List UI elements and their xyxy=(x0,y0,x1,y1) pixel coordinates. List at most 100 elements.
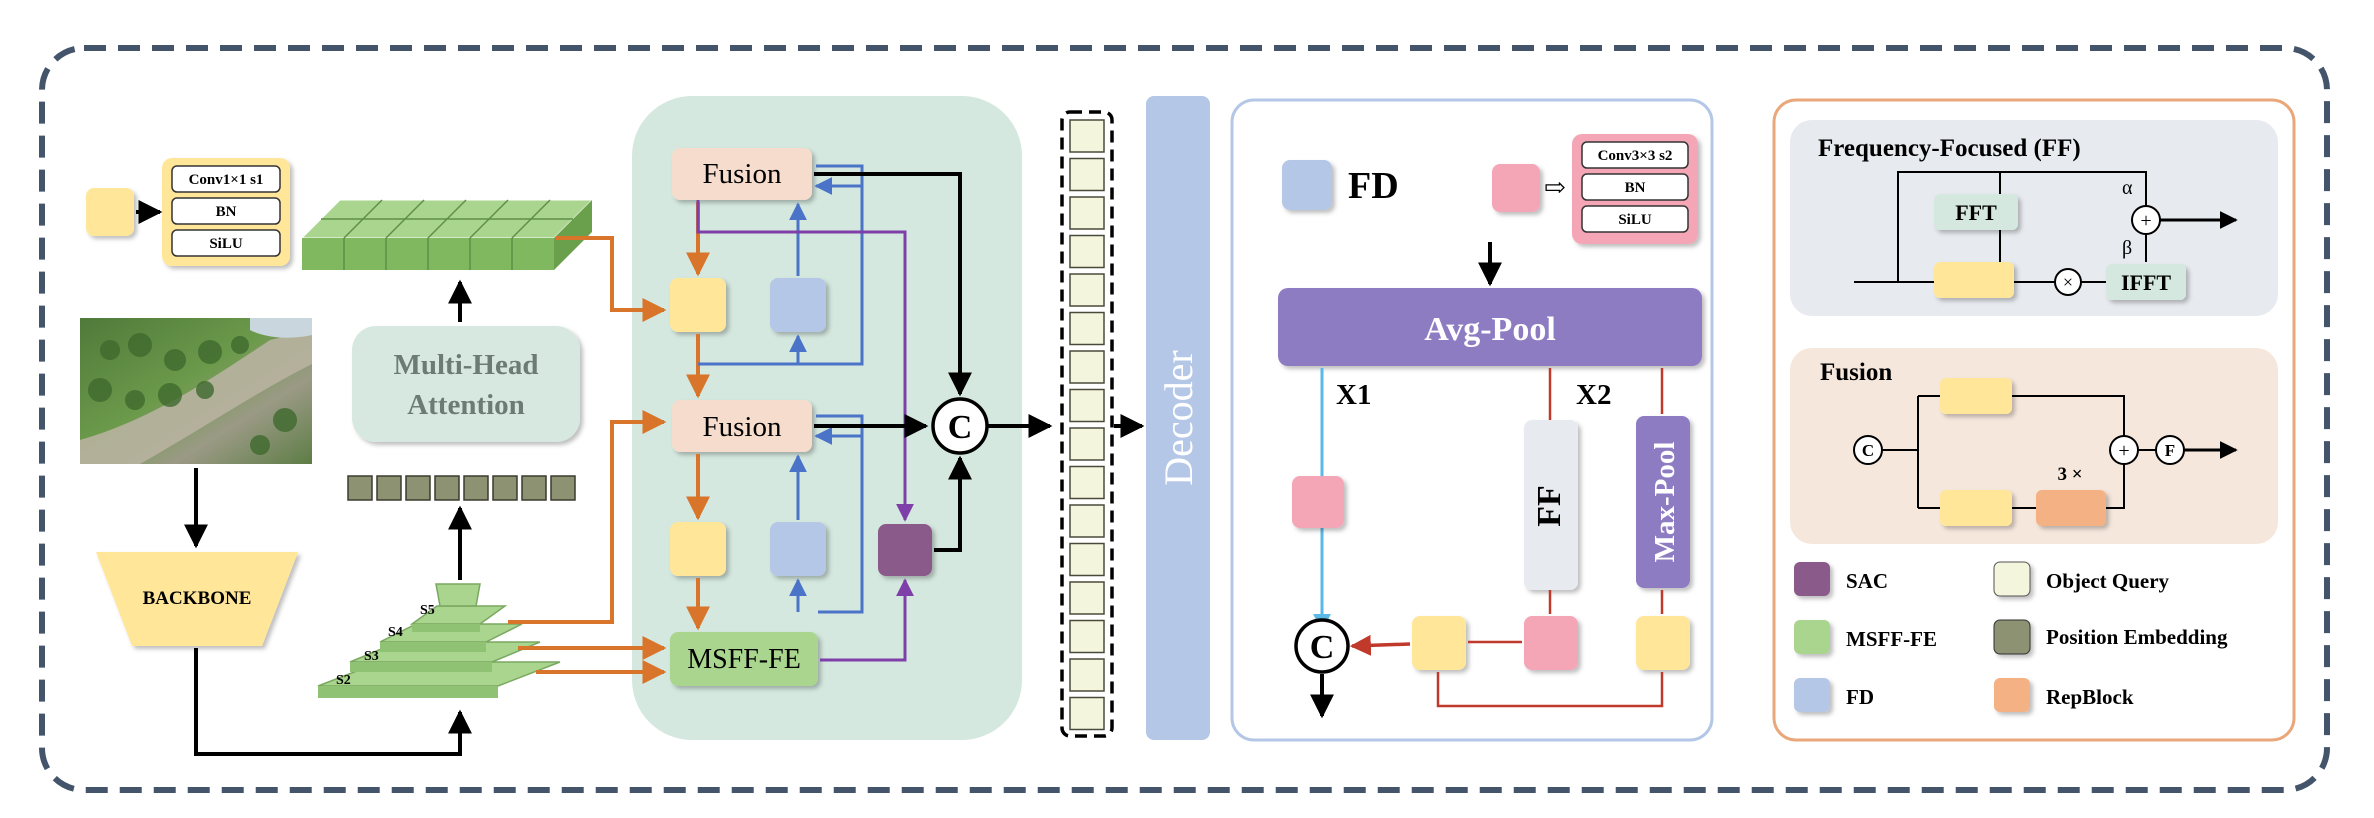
avg-pool-label: Avg-Pool xyxy=(1424,311,1556,348)
decoder-label: Decoder xyxy=(1156,350,1201,485)
fd-hollow-arrow: ⇨ xyxy=(1544,173,1566,202)
fd-pink-bottom xyxy=(1524,616,1578,670)
legend-label-msff-fe: MSFF-FE xyxy=(1846,627,1937,651)
fd-top-block xyxy=(770,278,826,332)
decoder-block xyxy=(1146,96,1210,740)
stem-layer-conv: Conv1×1 s1 xyxy=(189,172,264,188)
ff-panel-title: Frequency-Focused (FF) xyxy=(1818,135,2081,162)
stem-layer-silu: SiLU xyxy=(209,236,243,252)
fusion-plus-label: + xyxy=(2118,440,2129,462)
object-query-cell xyxy=(1069,350,1105,384)
object-query-cell xyxy=(1069,388,1105,423)
object-query-cell xyxy=(1069,658,1105,692)
grid-to-yellow-arrow xyxy=(556,236,667,322)
backbone-label: BACKBONE xyxy=(143,588,252,609)
legend-swatch-msff-fe xyxy=(1794,620,1830,654)
fusion-top-label: Fusion xyxy=(703,158,782,190)
ff-plus-label: + xyxy=(2140,210,2151,232)
sac-block xyxy=(878,524,932,576)
object-query-cell xyxy=(1069,465,1105,500)
fd-layer-silu: SiLU xyxy=(1618,212,1652,228)
pyramid-s2: S2 xyxy=(336,673,351,688)
legend-label-position-embedding: Position Embedding xyxy=(2046,625,2228,649)
object-query-cell xyxy=(1069,273,1105,307)
legend-label-fd: FD xyxy=(1846,685,1874,709)
fd-x2-label: X2 xyxy=(1576,379,1611,411)
legend-label-sac: SAC xyxy=(1846,569,1888,593)
fd-yellow-left xyxy=(1412,616,1466,670)
fd-legend-swatch xyxy=(1282,160,1332,210)
fusion-mid-label: Fusion xyxy=(703,411,782,443)
pyramid-s5: S5 xyxy=(420,603,435,618)
repblock-block xyxy=(2036,490,2106,526)
ff-block xyxy=(1524,420,1578,590)
ff-yellow-block xyxy=(1934,262,2014,298)
object-query-cell xyxy=(1069,504,1105,538)
fusion-f-label: F xyxy=(2165,441,2175,460)
fd-yellow-right xyxy=(1636,616,1690,670)
fd-concat-label: C xyxy=(1310,629,1335,666)
repblock-repeat-label: 3 × xyxy=(2057,464,2082,485)
attention-feature-grid xyxy=(300,199,594,270)
object-query-cell xyxy=(1069,542,1105,577)
fusion-mid-block xyxy=(672,400,812,452)
yellow-top-block xyxy=(670,278,726,332)
legend-label-repblock: RepBlock xyxy=(2046,685,2134,709)
ff-alpha-label: α xyxy=(2122,177,2133,199)
legend-swatch-repblock xyxy=(1994,678,2030,712)
feature-pyramid xyxy=(317,583,561,698)
yellow-bottom-block xyxy=(670,522,726,576)
fd-x1-label: X1 xyxy=(1336,379,1371,411)
input-image xyxy=(80,318,312,464)
object-query-column xyxy=(1060,110,1114,738)
pyramid-s3: S3 xyxy=(364,649,379,664)
msff-fe-block xyxy=(670,632,818,686)
fusion-subpanel xyxy=(1790,348,2278,544)
center-concat-node xyxy=(931,397,989,455)
fusion-yellow-top xyxy=(1940,378,2012,414)
object-query-cell xyxy=(1069,581,1105,615)
object-query-cell xyxy=(1069,119,1105,153)
object-query-cell xyxy=(1069,427,1105,461)
center-concat-label: C xyxy=(948,409,973,446)
fd-concat-node xyxy=(1294,618,1350,674)
fd-pink-input xyxy=(1492,164,1540,212)
fd-panel xyxy=(1230,98,1714,742)
ff-beta-label: β xyxy=(2122,237,2132,259)
object-query-cells xyxy=(1069,119,1105,731)
pyramid-s4: S4 xyxy=(388,625,403,640)
ff-multiply-node xyxy=(2054,268,2082,296)
max-pool-label: Max-Pool xyxy=(1649,442,1681,563)
fft-block xyxy=(1934,194,2018,230)
fusion-yellow-bottom xyxy=(1940,490,2012,526)
ff-block-label: FF xyxy=(1531,485,1568,527)
fusion-c-label: C xyxy=(1862,441,1874,460)
fd-bottom-block xyxy=(770,522,826,576)
avg-pool-block xyxy=(1278,288,1702,366)
mha-line1: Multi-Head xyxy=(394,349,539,381)
backbone-block xyxy=(96,552,298,646)
object-query-cell xyxy=(1069,234,1105,269)
stem-input-block xyxy=(86,188,134,236)
s5-to-fusion-arrow xyxy=(508,410,667,624)
legend-swatch-fd xyxy=(1794,678,1830,712)
ifft-block xyxy=(2106,264,2186,300)
msff-fe-label: MSFF-FE xyxy=(687,644,801,675)
object-query-cell xyxy=(1069,196,1105,230)
ifft-label: IFFT xyxy=(2121,270,2171,295)
object-query-cell xyxy=(1069,311,1105,346)
fd-layer-bn: BN xyxy=(1625,180,1646,196)
mha-line2: Attention xyxy=(407,389,525,421)
object-query-cell xyxy=(1069,619,1105,654)
legend-swatch-sac xyxy=(1794,562,1830,596)
legend-swatch-object-query xyxy=(1993,561,2031,597)
object-query-cell xyxy=(1069,157,1105,192)
fusion-panel-title: Fusion xyxy=(1820,359,1892,386)
center-panel xyxy=(632,96,1022,740)
outer-frame xyxy=(39,45,2330,793)
fd-layer-conv: Conv3×3 s2 xyxy=(1598,148,1673,164)
multi-head-attention-block xyxy=(352,326,580,442)
stem-layer-bn: BN xyxy=(216,204,237,220)
fft-label: FFT xyxy=(1955,200,1997,225)
